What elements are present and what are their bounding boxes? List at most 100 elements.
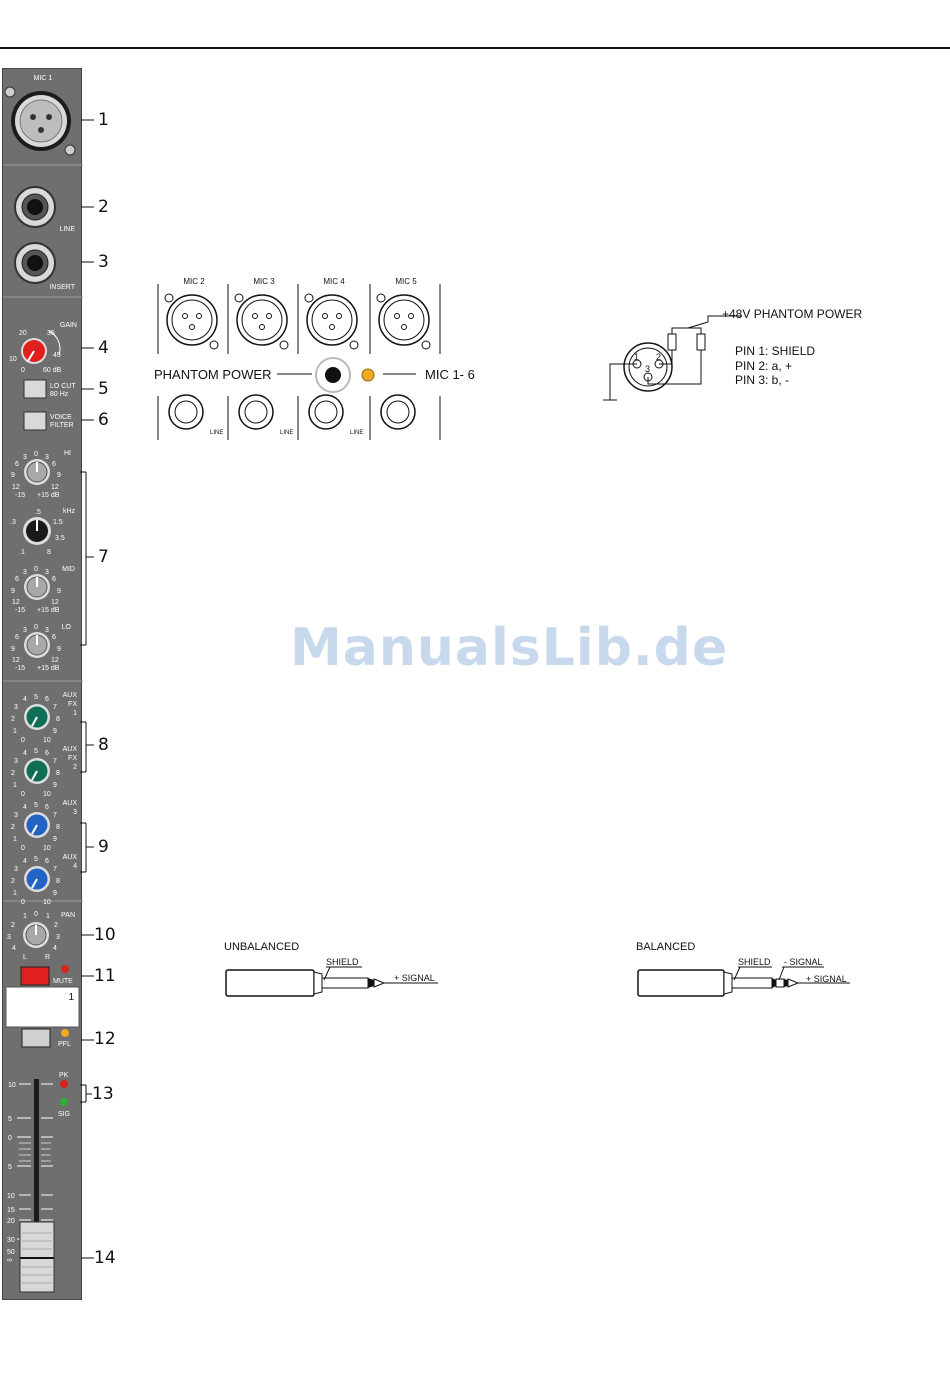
aux-3-label: 3 (73, 809, 77, 816)
pan-label: PAN (61, 912, 75, 919)
aux-2-knob[interactable] (24, 758, 50, 784)
channel-strip-graphic: MIC 1 LINE INSERT GAIN 20 35 10 45 0 60 … (3, 75, 83, 1293)
gain-knob[interactable] (21, 338, 47, 364)
svg-text:3: 3 (23, 627, 27, 634)
svg-text:2: 2 (11, 922, 15, 929)
aux-scale-label: 1 (13, 728, 17, 735)
svg-text:3: 3 (45, 569, 49, 576)
channel-number: 1 (68, 992, 74, 1003)
balanced-title: BALANCED (636, 941, 695, 953)
phantom-power-switch[interactable] (315, 357, 351, 393)
line-jack[interactable] (380, 394, 416, 430)
svg-text:VOICE: VOICE (50, 414, 72, 421)
svg-text:12: 12 (51, 484, 59, 491)
aux-scale-label: 0 (21, 899, 25, 906)
mid-frequency-knob[interactable] (23, 517, 51, 545)
svg-text:35: 35 (47, 330, 55, 337)
callout-11: 11 (94, 966, 116, 986)
mic-column-label: MIC 4 (323, 277, 345, 286)
xlr-socket[interactable] (166, 294, 218, 346)
aux-scale-label: 6 (45, 750, 49, 757)
aux-scale-label: 2 (11, 716, 15, 723)
svg-text:3: 3 (56, 934, 60, 941)
svg-text:-15: -15 (15, 665, 25, 672)
callout-5: 5 (98, 379, 109, 399)
line-label: LINE (59, 226, 75, 233)
voice-filter-button[interactable] (23, 411, 47, 431)
line-jack[interactable] (238, 394, 274, 430)
aux-4-label: AUX (63, 854, 78, 861)
lo-eq-knob[interactable] (24, 632, 50, 658)
aux-4-knob[interactable] (24, 866, 50, 892)
svg-text:20: 20 (19, 330, 27, 337)
svg-text:6: 6 (52, 461, 56, 468)
aux-scale-label: 7 (53, 866, 57, 873)
aux-4-label: 4 (73, 863, 77, 870)
screw-icon (234, 293, 244, 303)
svg-text:2: 2 (54, 922, 58, 929)
aux-scale-label: 6 (45, 804, 49, 811)
line-jack[interactable] (308, 394, 344, 430)
xlr-socket[interactable] (378, 294, 430, 346)
channel-label-strip[interactable] (5, 986, 80, 1028)
aux-scale-label: 7 (53, 812, 57, 819)
pfl-button[interactable] (21, 1028, 51, 1048)
channel-strip: MIC 1 LINE INSERT GAIN 20 35 10 45 0 60 … (2, 68, 83, 1300)
lo-cut-button[interactable] (23, 379, 47, 399)
aux-scale-label: 0 (21, 845, 25, 852)
svg-text:FILTER: FILTER (50, 422, 74, 429)
svg-text:60 dB: 60 dB (43, 367, 62, 374)
hi-eq-knob[interactable] (24, 459, 50, 485)
svg-text:12: 12 (51, 599, 59, 606)
mic-column-label: MIC 3 (253, 277, 275, 286)
callout-8: 8 (98, 735, 109, 755)
svg-text:10: 10 (7, 1193, 15, 1200)
svg-text:R: R (45, 954, 50, 961)
svg-text:10: 10 (9, 356, 17, 363)
svg-text:1: 1 (46, 913, 50, 920)
mic1-label: MIC 1 (34, 75, 53, 82)
callout-2: 2 (98, 197, 109, 217)
pan-knob[interactable] (23, 922, 49, 948)
svg-text:+15 dB: +15 dB (37, 665, 60, 672)
svg-text:0: 0 (34, 911, 38, 918)
xlr-socket[interactable] (236, 294, 288, 346)
mid-eq-knob[interactable] (24, 574, 50, 600)
line-jack[interactable] (14, 186, 56, 228)
sig-label: SIG (58, 1111, 70, 1118)
aux-scale-label: 0 (21, 791, 25, 798)
fader-scale: 10 5 0 5 10 15 20 30 50 ∞ (7, 1082, 53, 1264)
xlr-input-socket[interactable] (11, 91, 71, 151)
aux-scale-label: 2 (11, 824, 15, 831)
svg-text:-15: -15 (15, 492, 25, 499)
aux-scale-label: 1 (13, 782, 17, 789)
svg-text:4: 4 (12, 945, 16, 952)
screw-icon (376, 293, 386, 303)
svg-text:30: 30 (7, 1237, 15, 1244)
aux-scale-label: 1 (13, 836, 17, 843)
channel-fader[interactable] (19, 1221, 55, 1293)
aux-1-knob[interactable] (24, 704, 50, 730)
balanced-jack-diagram: BALANCED SHIELD - SIGNAL + SIGNAL (634, 938, 864, 1002)
svg-text:L: L (23, 954, 27, 961)
aux-scale-label: 8 (56, 770, 60, 777)
unbalanced-signal-label: + SIGNAL (394, 973, 435, 983)
aux-scale-label: 8 (56, 716, 60, 723)
balanced-minus-signal-label: - SIGNAL (784, 957, 823, 967)
svg-text:45: 45 (53, 352, 61, 359)
mute-button[interactable] (20, 966, 50, 986)
aux-3-knob[interactable] (24, 812, 50, 838)
aux-scale-label: 10 (43, 791, 51, 798)
screw-icon (164, 293, 174, 303)
callout-10: 10 (94, 925, 116, 945)
aux-3-label: AUX (63, 800, 78, 807)
svg-text:.3: .3 (10, 519, 16, 526)
xlr-socket[interactable] (306, 294, 358, 346)
mute-label: MUTE (53, 978, 73, 985)
svg-text:1: 1 (23, 913, 27, 920)
aux-scale-label: 7 (53, 758, 57, 765)
insert-jack[interactable] (14, 242, 56, 284)
aux-scale-label: 4 (23, 696, 27, 703)
line-jack[interactable] (168, 394, 204, 430)
line-label: LINE (280, 430, 293, 436)
